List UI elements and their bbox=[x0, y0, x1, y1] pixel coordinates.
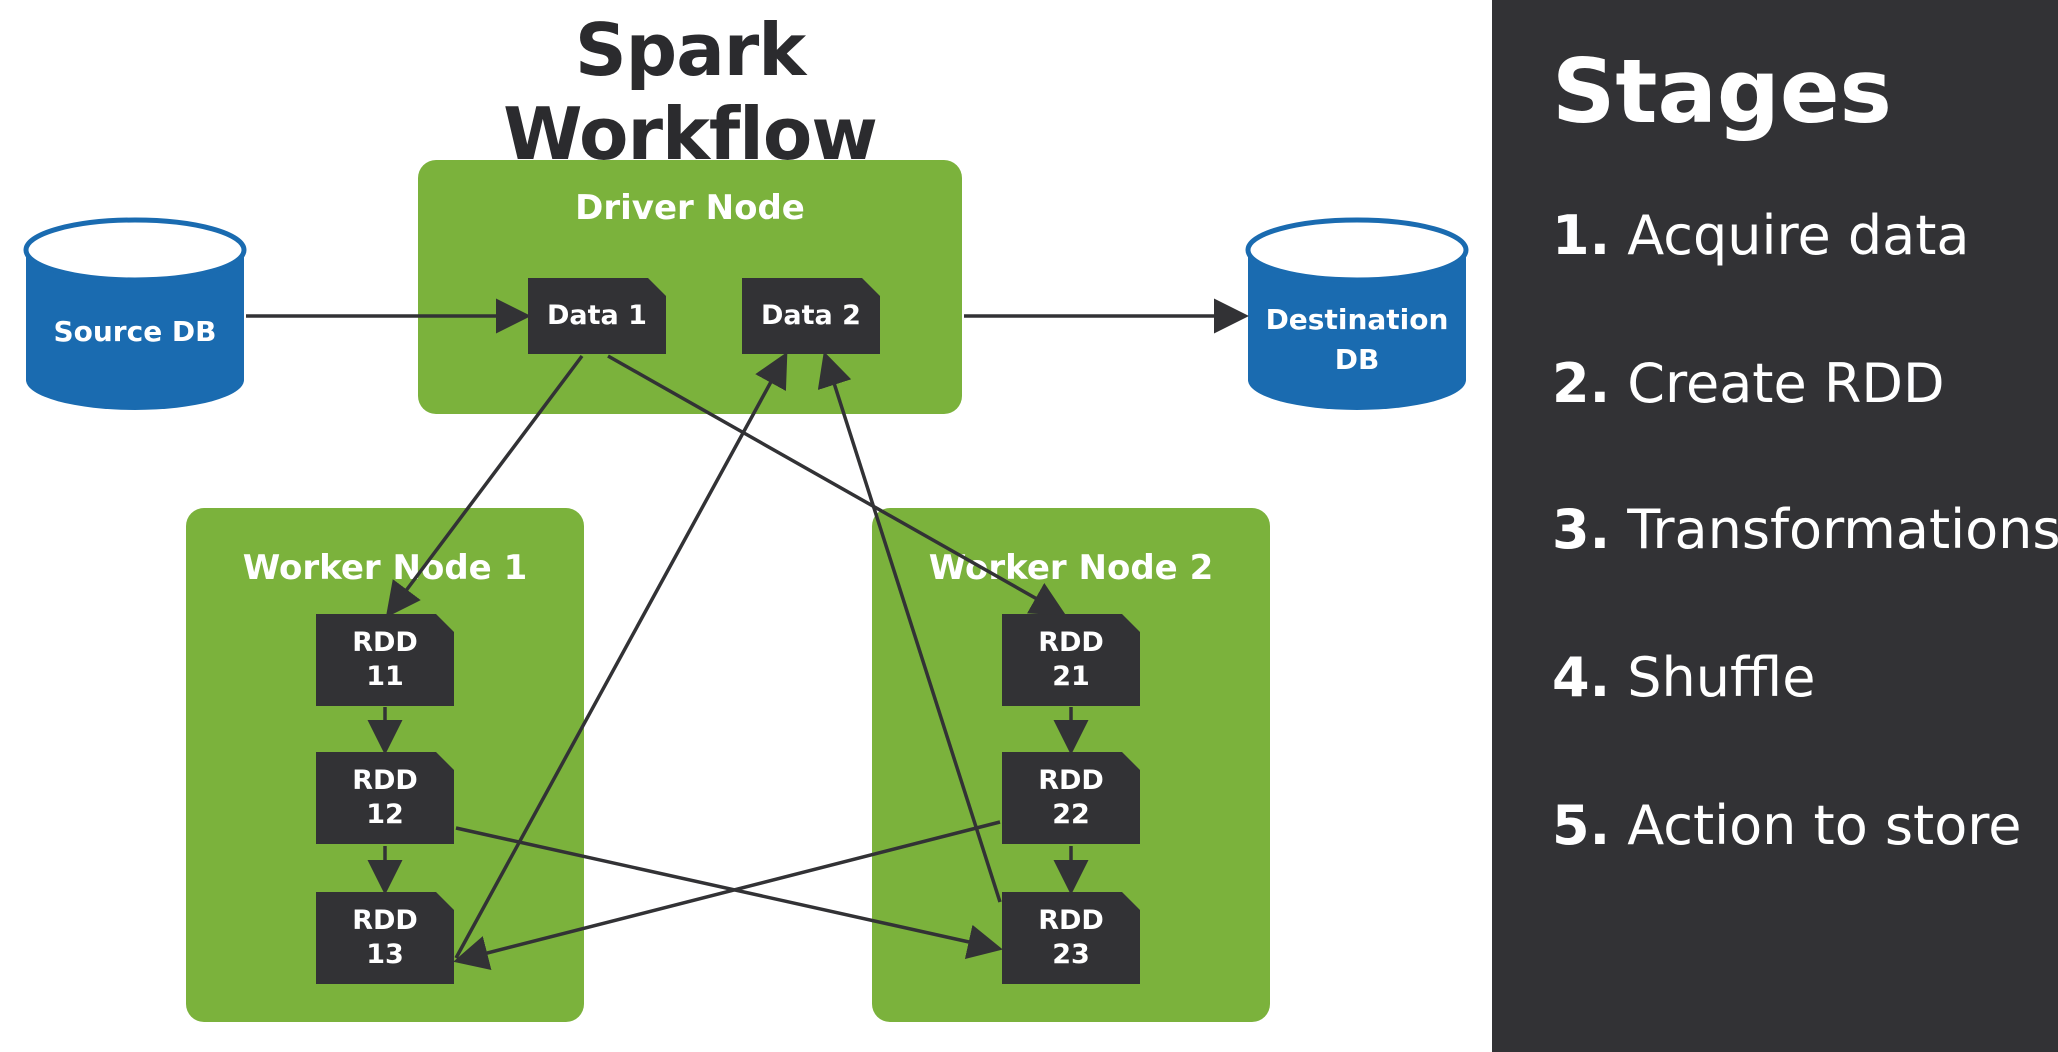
driver-node-label: Driver Node bbox=[575, 188, 805, 228]
data-1-label: Data 1 bbox=[547, 300, 647, 331]
destination-db-label: Destination DB bbox=[1265, 303, 1449, 376]
stages-panel bbox=[1492, 0, 2058, 1052]
stage-item-3: 3. Transformations bbox=[1552, 498, 2058, 561]
data-2-block: Data 2 bbox=[742, 278, 880, 354]
destination-db-cylinder-icon bbox=[1245, 217, 1469, 410]
stage-item-2: 2. Create RDD bbox=[1552, 352, 1945, 415]
diagram-title: Spark Workflow bbox=[503, 8, 878, 176]
worker-node-1-label: Worker Node 1 bbox=[242, 548, 528, 588]
stages-title: Stages bbox=[1552, 40, 1892, 143]
data-1-block: Data 1 bbox=[528, 278, 666, 354]
source-db-label: Source DB bbox=[53, 315, 217, 348]
stage-item-4: 4. Shuffle bbox=[1552, 646, 1816, 709]
source-db-cylinder-icon bbox=[23, 217, 247, 410]
data-2-label: Data 2 bbox=[761, 300, 861, 331]
stage-item-5: 5. Action to store bbox=[1552, 794, 2022, 857]
worker-node-2-label: Worker Node 2 bbox=[928, 548, 1214, 588]
stage-item-1: 1. Acquire data bbox=[1552, 204, 1970, 267]
